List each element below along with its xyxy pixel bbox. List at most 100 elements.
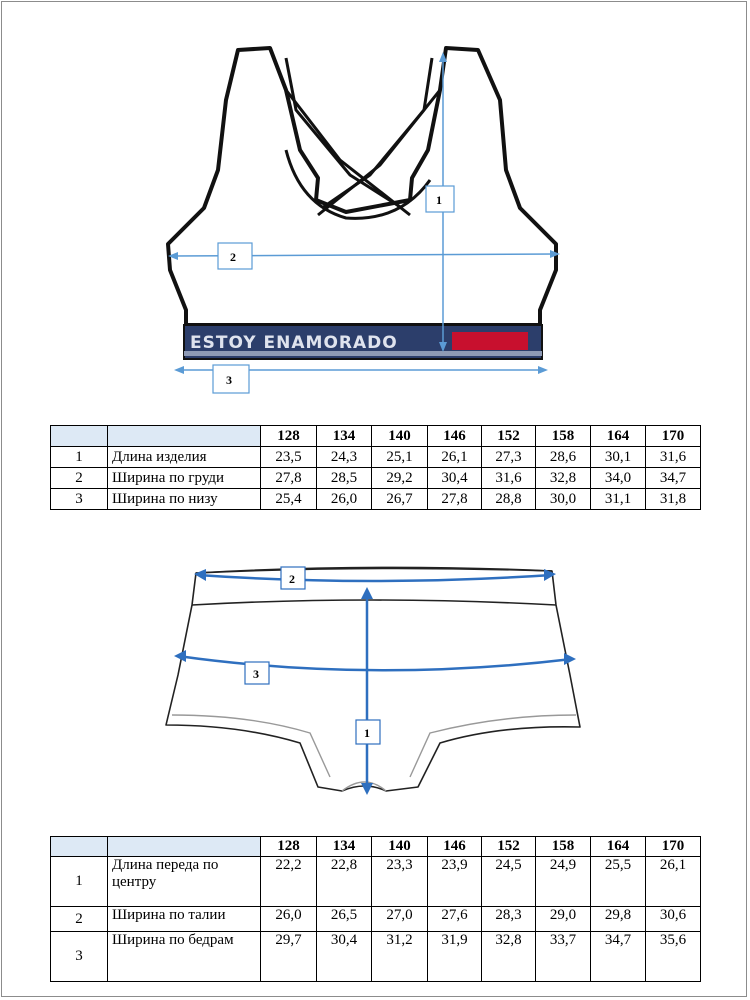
- cell-value: 29,8: [590, 906, 646, 932]
- cell-value: 28,3: [481, 906, 536, 932]
- size-header: 158: [535, 836, 591, 857]
- cell-value: 28,6: [535, 446, 591, 468]
- measure-line-2: [197, 573, 553, 583]
- header-blank-name: [107, 425, 261, 447]
- shorts-waistband-top: [195, 567, 553, 574]
- measure-marker-3: 3: [253, 667, 259, 681]
- shorts-waistband-bottom: [191, 599, 557, 606]
- header-blank-name: [107, 836, 261, 857]
- measure-arrow-1-bottom: [361, 783, 373, 795]
- shorts-crotch: [341, 781, 387, 792]
- measure-arrow-1-top: [361, 587, 373, 599]
- bra-strap-inner-left: [284, 57, 403, 210]
- row-number: 1: [50, 446, 108, 468]
- table-row: 2 Ширина по талии 26,0 26,5 27,0 27,6 28…: [50, 906, 701, 932]
- shorts-outline: [165, 566, 581, 792]
- cell-value: 34,7: [645, 467, 701, 489]
- shorts-leg-hem-right: [409, 714, 577, 778]
- bra-band-stripe: [184, 351, 542, 356]
- measurement-name: Длина изделия: [107, 446, 261, 468]
- cell-value: 31,6: [645, 446, 701, 468]
- cell-value: 30,0: [535, 488, 591, 510]
- measure-marker-2-box: [217, 242, 253, 270]
- bra-sketch: ESTOY ENAMORADO 1 2 3: [166, 46, 560, 394]
- bra-band-accent: [452, 332, 528, 350]
- cell-value: 25,5: [590, 856, 646, 907]
- cell-value: 30,4: [427, 467, 482, 489]
- bra-neck-curve: [284, 149, 432, 220]
- size-header: 164: [590, 425, 646, 447]
- cell-value: 27,0: [371, 906, 428, 932]
- size-header: 146: [427, 836, 482, 857]
- bra-band-text: ESTOY ENAMORADO: [190, 333, 398, 353]
- bra-strap-left: [268, 47, 411, 217]
- cell-value: 27,6: [427, 906, 482, 932]
- size-header: 158: [535, 425, 591, 447]
- size-header: 134: [316, 425, 372, 447]
- measure-marker-3-box: [212, 364, 250, 394]
- cell-value: 22,8: [316, 856, 372, 907]
- cell-value: 31,2: [371, 931, 428, 982]
- measure-arrow-2-left: [194, 569, 206, 581]
- cell-value: 23,5: [260, 446, 317, 468]
- measure-marker-3-box: [244, 661, 270, 685]
- measure-arrow-3-right: [564, 653, 576, 665]
- cell-value: 28,8: [481, 488, 536, 510]
- cell-value: 26,1: [645, 856, 701, 907]
- cell-value: 27,8: [427, 488, 482, 510]
- measure-arrow-3-right: [538, 366, 548, 374]
- cell-value: 34,7: [590, 931, 646, 982]
- cell-value: 29,0: [535, 906, 591, 932]
- size-header: 140: [371, 836, 428, 857]
- cell-value: 32,8: [481, 931, 536, 982]
- measure-marker-2: 2: [230, 250, 236, 264]
- table-row: 1 Длина переда по центру 22,2 22,8 23,3 …: [50, 856, 701, 907]
- cell-value: 33,7: [535, 931, 591, 982]
- cell-value: 26,5: [316, 906, 372, 932]
- measure-arrow-1-top: [439, 52, 447, 62]
- size-header: 164: [590, 836, 646, 857]
- cell-value: 26,0: [260, 906, 317, 932]
- cell-value: 27,8: [260, 467, 317, 489]
- measure-line-3: [177, 654, 573, 672]
- cell-value: 31,9: [427, 931, 482, 982]
- size-header: 146: [427, 425, 482, 447]
- shorts-sketch: 2 3 1: [165, 566, 581, 795]
- measure-marker-1-box: [425, 185, 455, 213]
- measurement-name: Ширина по груди: [107, 467, 261, 489]
- cell-value: 30,1: [590, 446, 646, 468]
- size-header: 170: [645, 836, 701, 857]
- cell-value: 30,6: [645, 906, 701, 932]
- cell-value: 23,9: [427, 856, 482, 907]
- cell-value: 24,5: [481, 856, 536, 907]
- table-row: 3 Ширина по бедрам 29,7 30,4 31,2 31,9 3…: [50, 931, 701, 982]
- size-header: 128: [260, 836, 317, 857]
- table-row: 3 Ширина по низу 25,4 26,0 26,7 27,8 28,…: [50, 488, 701, 510]
- size-header: 140: [371, 425, 428, 447]
- measure-arrow-2-right: [550, 250, 560, 258]
- measure-arrow-2-right: [544, 569, 556, 581]
- cell-value: 26,7: [371, 488, 428, 510]
- cell-value: 28,5: [316, 467, 372, 489]
- cell-value: 26,0: [316, 488, 372, 510]
- cell-value: 24,3: [316, 446, 372, 468]
- header-blank-num: [50, 836, 108, 857]
- table-row: 2 Ширина по груди 27,8 28,5 29,2 30,4 31…: [50, 467, 701, 489]
- measure-marker-2: 2: [289, 572, 295, 586]
- measure-arrow-1-bottom: [439, 342, 447, 352]
- measure-marker-1: 1: [436, 193, 442, 207]
- shorts-leg-hem-left: [171, 714, 331, 778]
- measure-marker-1-box: [355, 719, 381, 745]
- measure-arrow-3-left: [174, 650, 186, 662]
- cell-value: 34,0: [590, 467, 646, 489]
- cell-value: 35,6: [645, 931, 701, 982]
- cell-value: 31,1: [590, 488, 646, 510]
- row-number: 2: [50, 467, 108, 489]
- cell-value: 23,3: [371, 856, 428, 907]
- cell-value: 31,6: [481, 467, 536, 489]
- cell-value: 32,8: [535, 467, 591, 489]
- cell-value: 22,2: [260, 856, 317, 907]
- shorts-size-table: 128 134 140 146 152 158 164 170 1 Длина …: [50, 836, 701, 982]
- cell-value: 29,2: [371, 467, 428, 489]
